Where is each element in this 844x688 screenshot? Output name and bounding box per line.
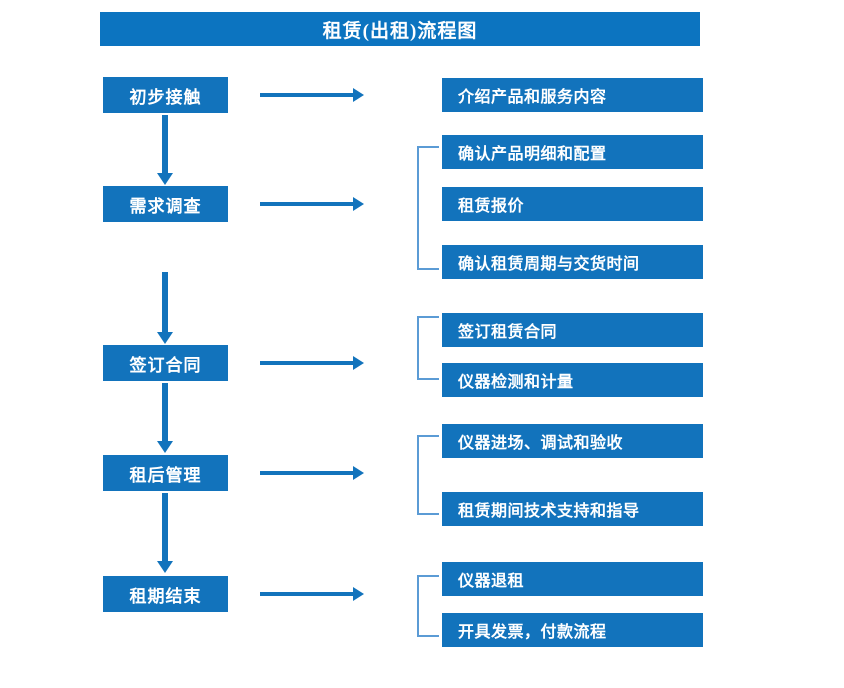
horizontal-arrow-4: [260, 466, 364, 480]
stage-box-5[interactable]: 租期结束: [103, 576, 228, 612]
vertical-arrow-2-to-3: [157, 272, 173, 344]
vertical-arrow-4-to-5: [157, 493, 173, 573]
horizontal-arrow-2: [260, 197, 364, 211]
detail-box-5-1[interactable]: 仪器退租: [442, 562, 703, 596]
detail-box-3-1[interactable]: 签订租赁合同: [442, 313, 703, 347]
stage-box-3[interactable]: 签订合同: [103, 345, 228, 381]
detail-box-5-2[interactable]: 开具发票，付款流程: [442, 613, 703, 647]
detail-box-2-2[interactable]: 租赁报价: [442, 187, 703, 221]
group-bracket-2: [417, 146, 439, 270]
vertical-arrow-1-to-2: [157, 115, 173, 185]
horizontal-arrow-1: [260, 88, 364, 102]
group-bracket-4: [417, 435, 439, 515]
horizontal-arrow-5: [260, 587, 364, 601]
detail-box-1-1[interactable]: 介绍产品和服务内容: [442, 78, 703, 112]
horizontal-arrow-3: [260, 356, 364, 370]
group-bracket-3: [417, 316, 439, 380]
detail-box-4-2[interactable]: 租赁期间技术支持和指导: [442, 492, 703, 526]
vertical-arrow-3-to-4: [157, 383, 173, 453]
detail-box-2-1[interactable]: 确认产品明细和配置: [442, 135, 703, 169]
detail-box-3-2[interactable]: 仪器检测和计量: [442, 363, 703, 397]
detail-box-2-3[interactable]: 确认租赁周期与交货时间: [442, 245, 703, 279]
stage-box-1[interactable]: 初步接触: [103, 77, 228, 113]
group-bracket-5: [417, 575, 439, 637]
chart-title: 租赁(出租)流程图: [100, 12, 700, 46]
stage-box-2[interactable]: 需求调查: [103, 186, 228, 222]
stage-box-4[interactable]: 租后管理: [103, 455, 228, 491]
detail-box-4-1[interactable]: 仪器进场、调试和验收: [442, 424, 703, 458]
